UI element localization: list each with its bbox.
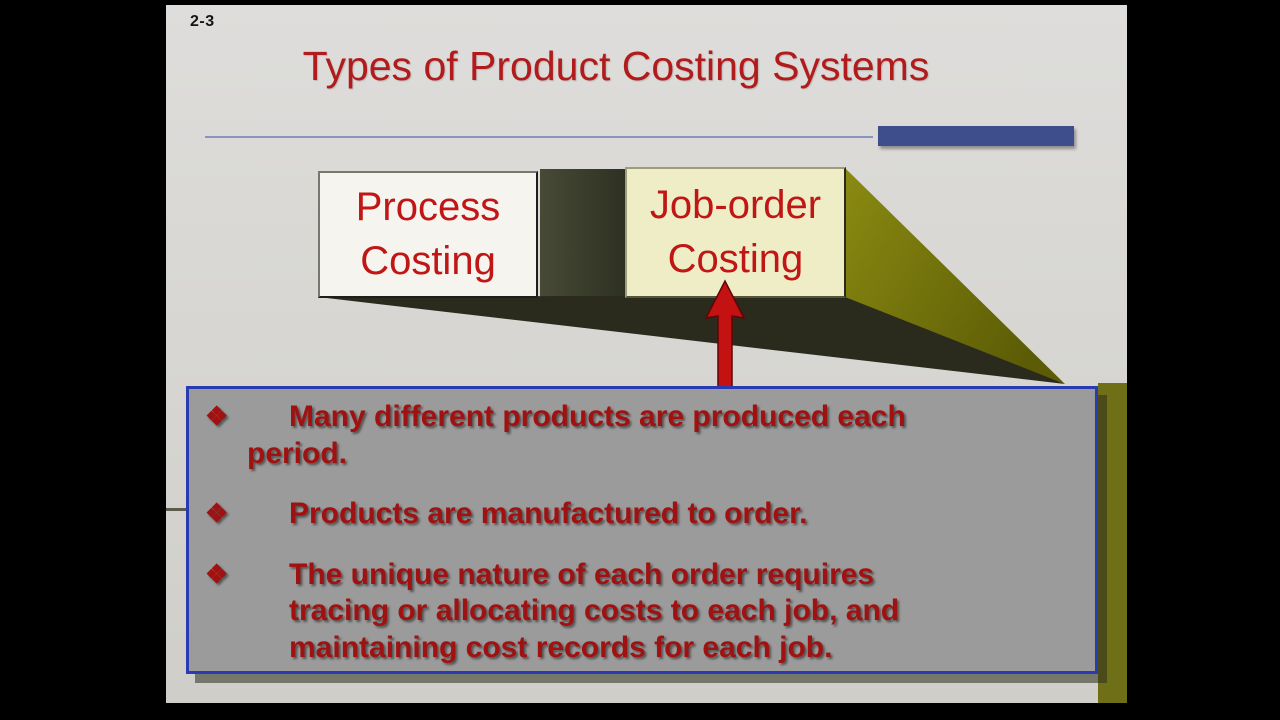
wedge-underside-face [318, 295, 1065, 384]
callout-panel: ❖ Many different products are produced e… [186, 386, 1098, 674]
slide-title: Types of Product Costing Systems [302, 43, 930, 89]
right-olive-bar [1098, 383, 1127, 703]
process-costing-label: Process Costing [355, 185, 501, 283]
bullet-list: ❖ Many different products are produced e… [189, 399, 1095, 667]
up-arrow-icon [704, 279, 746, 394]
presentation-slide: 2-3 Types of Product Costing Systems Pro… [166, 5, 1127, 703]
diamond-bullet-icon: ❖ [205, 558, 229, 589]
diamond-bullet-icon: ❖ [205, 498, 229, 529]
slide-number: 2-3 [190, 13, 215, 30]
bullet-text: Many different products are produced eac… [247, 400, 906, 470]
title-accent-bar [878, 126, 1074, 146]
title-underline [205, 136, 873, 138]
bullet-item: ❖ Products are manufactured to order. [189, 496, 1095, 533]
bullet-text: Products are manufactured to order. [289, 497, 808, 531]
wedge-olive-face [845, 168, 1065, 384]
diamond-bullet-icon: ❖ [205, 401, 229, 431]
bullet-item: ❖ Many different products are produced e… [189, 399, 1095, 472]
job-order-costing-box: Job-order Costing [625, 167, 846, 298]
process-costing-box: Process Costing [318, 171, 538, 298]
wedge-3d-graphic [318, 168, 1065, 384]
wedge-gap-face [540, 169, 625, 297]
job-order-costing-label: Job-order Costing [649, 183, 822, 281]
bullet-item: ❖ The unique nature of each order requir… [189, 557, 1095, 667]
left-edge-tick [166, 508, 186, 511]
bullet-text: The unique nature of each order requires… [289, 557, 900, 664]
